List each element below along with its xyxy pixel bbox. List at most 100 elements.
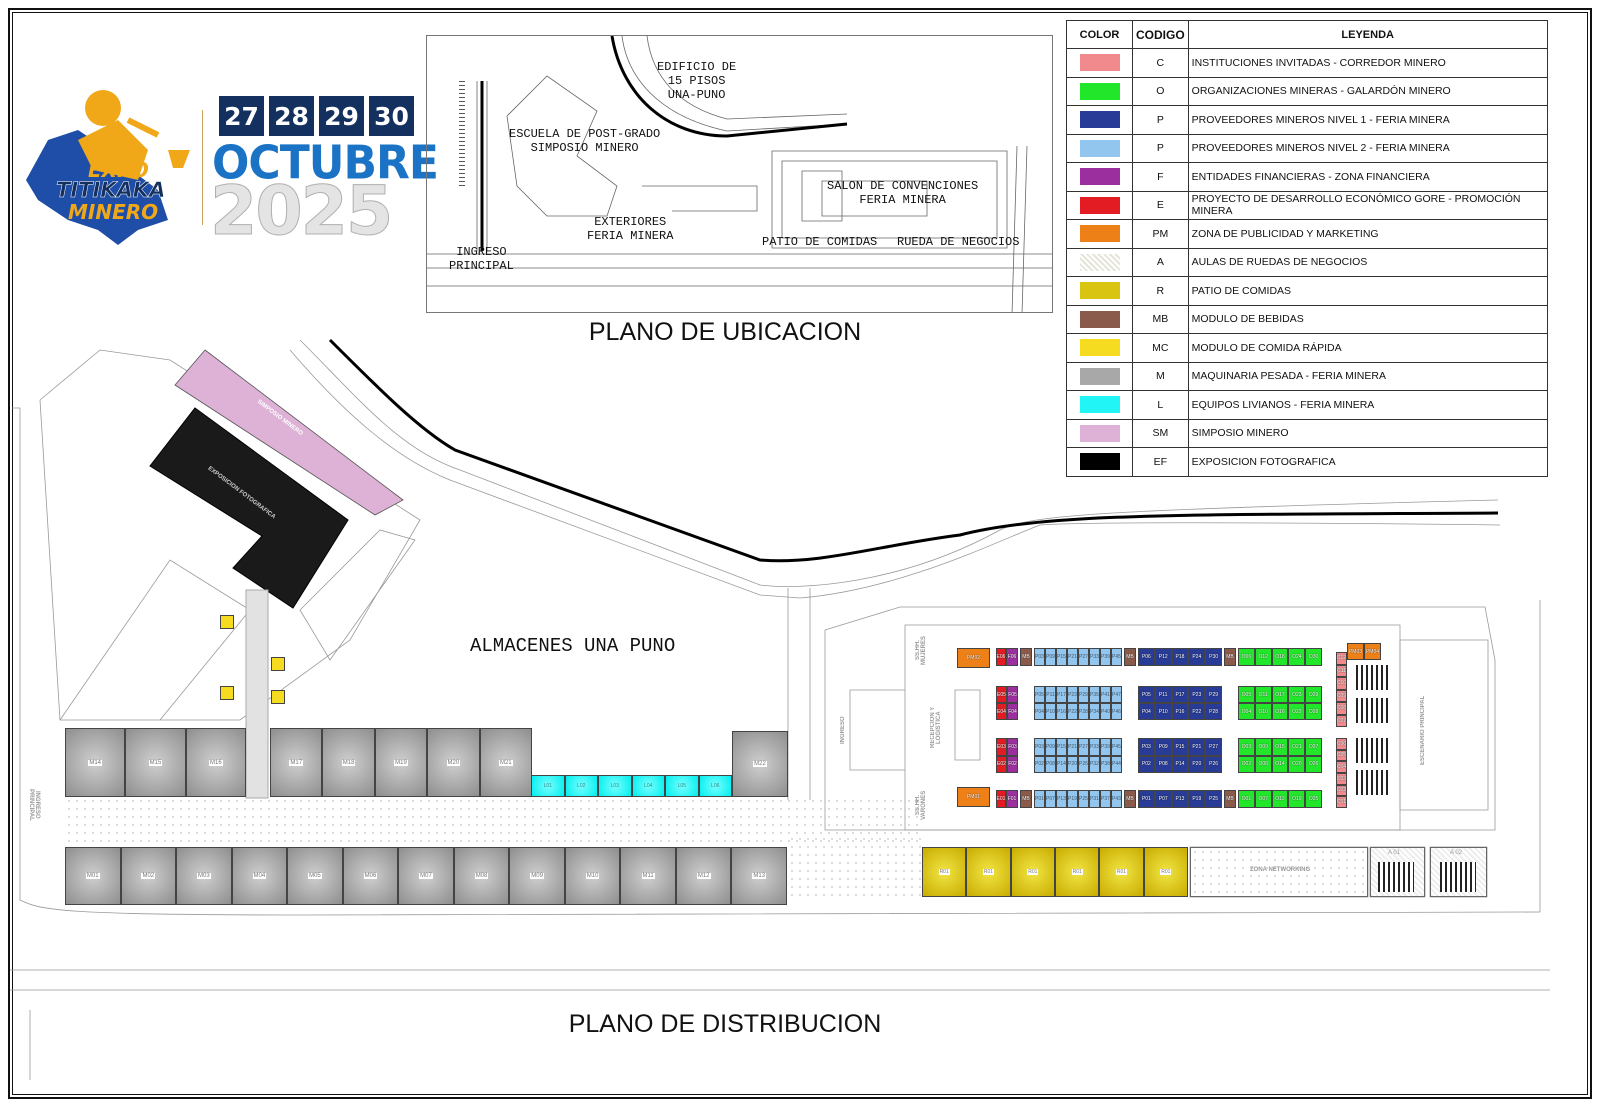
stand-m11[interactable]: M11 — [620, 847, 676, 905]
stand-p26[interactable]: P26 — [1078, 755, 1089, 773]
stand-o16[interactable]: O16 — [1271, 703, 1289, 720]
stand-o18[interactable]: O18 — [1271, 648, 1289, 666]
stand-p24[interactable]: P24 — [1188, 648, 1206, 666]
stand-m09[interactable]: M09 — [509, 847, 565, 905]
stand-p06[interactable]: P06 — [1138, 648, 1155, 666]
stand-p44[interactable]: P44 — [1111, 755, 1122, 773]
stand-o23[interactable]: O23 — [1288, 686, 1306, 703]
stand-e01[interactable]: E01 — [996, 790, 1006, 808]
stand-p19[interactable]: P19 — [1067, 790, 1078, 808]
stand-l04[interactable]: L04 — [631, 775, 665, 797]
stand-p15[interactable]: P15 — [1171, 738, 1189, 756]
stand-o14[interactable]: O14 — [1271, 755, 1289, 773]
stand-p32[interactable]: P32 — [1089, 755, 1100, 773]
stand-p41[interactable]: P41 — [1100, 686, 1111, 703]
stand-m01[interactable]: M01 — [65, 847, 121, 905]
stand-c03[interactable]: C03 — [1336, 773, 1347, 785]
stand-p35[interactable]: P35 — [1089, 686, 1100, 703]
stand-mb[interactable]: MB — [1020, 648, 1032, 666]
stand-o01[interactable]: O01 — [1238, 790, 1255, 808]
stand-m21[interactable]: M21 — [479, 728, 532, 797]
stand-p09[interactable]: P09 — [1154, 738, 1172, 756]
stand-p23[interactable]: P23 — [1188, 686, 1206, 703]
stand-o04[interactable]: O04 — [1238, 703, 1255, 720]
stand-p26[interactable]: P26 — [1205, 755, 1222, 773]
stand-p03[interactable]: P03 — [1034, 738, 1045, 756]
stand-o08[interactable]: O08 — [1254, 755, 1272, 773]
stand-p27[interactable]: P27 — [1078, 648, 1089, 666]
stand-o15[interactable]: O15 — [1271, 738, 1289, 756]
stand-o09[interactable]: O09 — [1254, 738, 1272, 756]
stand-m12[interactable]: M12 — [675, 847, 732, 905]
stand-m22[interactable]: M22 — [732, 731, 788, 797]
stand-o02[interactable]: O02 — [1238, 755, 1255, 773]
stand-p33[interactable]: P33 — [1089, 648, 1100, 666]
stand-f01[interactable]: F01 — [1006, 790, 1018, 808]
stand-m06[interactable]: M06 — [342, 847, 399, 905]
stand-p04[interactable]: P04 — [1138, 703, 1155, 720]
stand-p37[interactable]: P37 — [1100, 790, 1111, 808]
stand-pm02[interactable]: PM02 — [957, 648, 990, 668]
stand-p08[interactable]: P08 — [1045, 755, 1056, 773]
stand-p31[interactable]: P31 — [1089, 790, 1100, 808]
stand-p46[interactable]: P46 — [1111, 703, 1122, 720]
stand-p04[interactable]: P04 — [1034, 703, 1045, 720]
stand-c12[interactable]: C12 — [1336, 652, 1347, 665]
stand-p18[interactable]: P18 — [1171, 648, 1189, 666]
stand-mc[interactable] — [271, 657, 285, 671]
stand-r01[interactable]: R01 — [1010, 847, 1055, 897]
stand-c04[interactable]: C04 — [1336, 761, 1347, 773]
stand-f05[interactable]: F05 — [1007, 686, 1018, 703]
stand-m10[interactable]: M10 — [564, 847, 621, 905]
stand-p40[interactable]: P40 — [1100, 703, 1111, 720]
stand-p03[interactable]: P03 — [1138, 738, 1155, 756]
stand-o07[interactable]: O07 — [1254, 790, 1272, 808]
stand-c07[interactable]: C07 — [1336, 714, 1347, 727]
stand-mb[interactable]: MB — [1020, 790, 1032, 808]
stand-p07[interactable]: P07 — [1154, 790, 1172, 808]
stand-o30[interactable]: O30 — [1305, 648, 1322, 666]
stand-o28[interactable]: O28 — [1305, 703, 1322, 720]
stand-p21[interactable]: P21 — [1067, 648, 1078, 666]
stand-pm04[interactable]: PM04 — [1364, 643, 1381, 660]
stand-pm03[interactable]: PM03 — [1347, 643, 1364, 660]
stand-p29[interactable]: P29 — [1205, 686, 1222, 703]
stand-m20[interactable]: M20 — [427, 728, 480, 797]
stand-p27[interactable]: P27 — [1205, 738, 1222, 756]
stand-p09[interactable]: P09 — [1045, 648, 1056, 666]
stand-o21[interactable]: O21 — [1288, 738, 1306, 756]
stand-p14[interactable]: P14 — [1171, 755, 1189, 773]
stand-p20[interactable]: P20 — [1067, 755, 1078, 773]
stand-m05[interactable]: M05 — [287, 847, 343, 905]
stand-mc[interactable] — [220, 615, 234, 629]
stand-p15[interactable]: P15 — [1056, 738, 1067, 756]
stand-p10[interactable]: P10 — [1154, 703, 1172, 720]
stand-p22[interactable]: P22 — [1188, 703, 1206, 720]
stand-m15[interactable]: M15 — [125, 728, 186, 797]
stand-p25[interactable]: P25 — [1205, 790, 1222, 808]
stand-m04[interactable]: M04 — [231, 847, 288, 905]
stand-p21[interactable]: P21 — [1188, 738, 1206, 756]
stand-p38[interactable]: P38 — [1100, 755, 1111, 773]
stand-p39[interactable]: P39 — [1100, 738, 1111, 756]
stand-e05[interactable]: E05 — [996, 686, 1007, 703]
stand-c11[interactable]: C11 — [1336, 664, 1347, 677]
stand-m17[interactable]: M17 — [270, 728, 323, 797]
stand-c01[interactable]: C01 — [1336, 796, 1347, 808]
stand-p10[interactable]: P10 — [1045, 703, 1056, 720]
stand-o12[interactable]: O12 — [1254, 648, 1272, 666]
stand-f02[interactable]: F02 — [1007, 755, 1018, 773]
stand-p16[interactable]: P16 — [1056, 703, 1067, 720]
stand-m08[interactable]: M08 — [453, 847, 510, 905]
stand-p19[interactable]: P19 — [1188, 790, 1206, 808]
stand-p22[interactable]: P22 — [1067, 703, 1078, 720]
stand-o27[interactable]: O27 — [1305, 738, 1322, 756]
stand-p05[interactable]: P05 — [1138, 686, 1155, 703]
stand-m13[interactable]: M13 — [731, 847, 787, 905]
stand-c10[interactable]: C10 — [1336, 677, 1347, 690]
stand-mb[interactable]: MB — [1224, 648, 1236, 666]
stand-p30[interactable]: P30 — [1205, 648, 1222, 666]
stand-p13[interactable]: P13 — [1171, 790, 1189, 808]
stand-e02[interactable]: E02 — [996, 755, 1007, 773]
stand-l02[interactable]: L02 — [564, 775, 598, 797]
